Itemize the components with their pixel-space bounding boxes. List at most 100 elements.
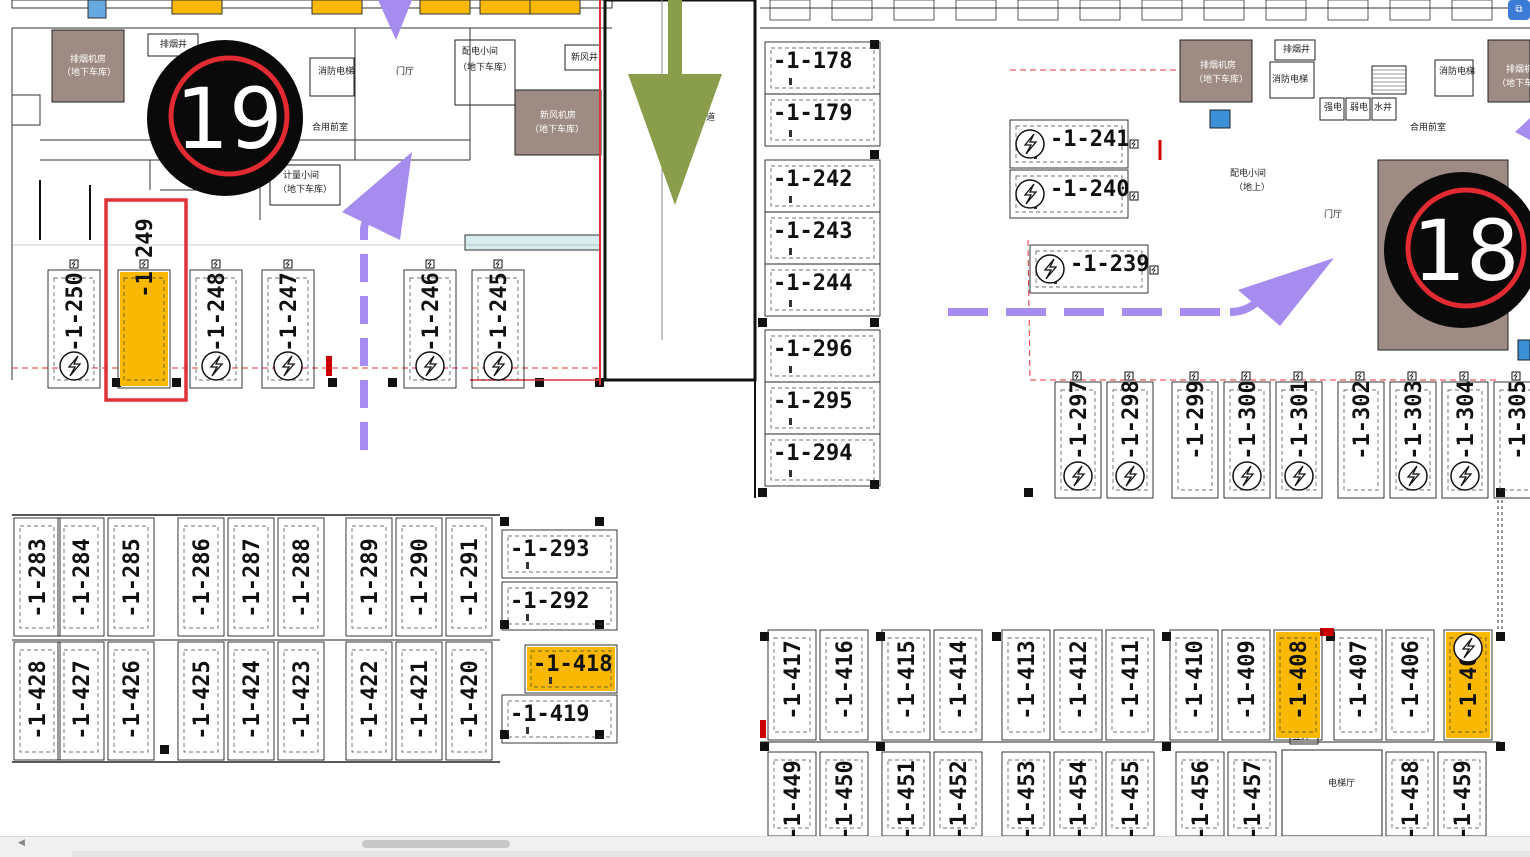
space-marker	[526, 614, 529, 621]
top-right-stall	[955, 0, 997, 21]
pillar	[760, 632, 769, 641]
ev-charger-icon	[1398, 461, 1428, 491]
space-inner-dash	[825, 637, 863, 733]
ev-charger-icon	[201, 351, 231, 381]
pillar	[595, 730, 604, 739]
right-distribution-label: 配电小间	[1230, 167, 1266, 179]
space-outline	[1221, 629, 1271, 741]
space-label: -1-240	[1050, 177, 1129, 202]
space-inner-dash	[113, 649, 149, 753]
space-inner-dash	[887, 759, 925, 829]
parking-space: -1-240	[1009, 169, 1129, 219]
pillar	[758, 488, 767, 497]
scrollbar-thumb[interactable]	[362, 840, 510, 848]
parking-space: -1-407	[1333, 629, 1383, 741]
space-inner-dash	[770, 165, 875, 207]
weak-room	[1319, 97, 1345, 121]
lightning-bolt-icon	[1292, 465, 1307, 487]
space-outline	[933, 629, 983, 741]
space-outline	[881, 751, 931, 836]
ev-charger-icon	[1450, 461, 1480, 491]
mini-bolt	[1074, 372, 1079, 380]
space-inner-dash	[770, 439, 875, 481]
parking-space: -1-292	[501, 581, 618, 631]
parking-space: -1-450	[819, 751, 869, 836]
space-inner-dash	[401, 649, 437, 753]
right-fan-room-sub: （地下车库）	[1194, 73, 1248, 85]
space-inner-dash	[1443, 759, 1481, 829]
lightning-bolt-icon	[67, 355, 82, 377]
space-outline	[1054, 381, 1102, 499]
highlight-fill	[1276, 632, 1320, 738]
space-label: -1-422	[358, 660, 383, 739]
red-marker	[760, 720, 766, 738]
space-outline	[819, 751, 869, 836]
parking-space: -1-294	[764, 433, 881, 487]
pillar	[172, 378, 181, 387]
parking-space: -1-243	[764, 211, 881, 265]
space-inner-dash	[770, 47, 875, 89]
pillar	[1496, 632, 1505, 641]
ev-charger-circle	[1284, 461, 1314, 491]
space-outline	[1105, 751, 1155, 836]
space-outline	[261, 269, 315, 389]
space-outline	[471, 269, 525, 389]
pillar	[876, 742, 885, 751]
space-outline	[767, 751, 817, 836]
space-outline	[47, 269, 101, 389]
right-weak-label: 强电	[1324, 101, 1342, 113]
space-label: -1-299	[1184, 380, 1209, 459]
mini-bolt	[1151, 266, 1156, 274]
space-inner-dash	[1181, 759, 1219, 829]
ev-charger-icon	[1115, 461, 1145, 491]
space-outline	[1171, 381, 1219, 499]
parking-space: -1-244	[764, 263, 881, 317]
pillar	[328, 378, 337, 387]
lightning-bolt-icon	[1023, 183, 1038, 205]
space-label: -1-424	[240, 660, 265, 739]
left-smoke-shaft-label: 排烟井	[160, 38, 187, 50]
parking-space: -1-453	[1001, 751, 1051, 836]
space-label: -1-248	[205, 272, 230, 351]
space-outline	[189, 269, 243, 389]
purple-arrow-head	[1238, 258, 1334, 326]
ev-charger-mini-icon	[1241, 371, 1251, 381]
parking-space: -1-418	[524, 644, 618, 694]
space-outline	[403, 269, 457, 389]
page-tab-strip	[72, 851, 1530, 857]
mini-bolt	[141, 260, 146, 268]
parking-space: -1-298	[1106, 380, 1154, 499]
fresh-air-room	[514, 89, 602, 156]
ev-charger-circle	[1035, 254, 1065, 284]
ev-charger-icon	[1063, 461, 1093, 491]
space-label: -1-292	[510, 589, 589, 614]
space-outline	[1333, 629, 1383, 741]
space-outline	[1001, 629, 1051, 741]
horizontal-scrollbar[interactable]: ◀	[0, 836, 1530, 857]
space-outline	[764, 263, 881, 317]
top-right-stall	[831, 0, 873, 21]
parking-space: -1-296	[764, 329, 881, 383]
app-corner-icon[interactable]: ⧉	[1508, 0, 1530, 20]
space-inner-dash	[773, 759, 811, 829]
space-label: -1-241	[1050, 127, 1129, 152]
space-outline	[13, 641, 61, 761]
right-fan-room2	[1487, 39, 1530, 103]
space-label: -1-421	[408, 660, 433, 739]
parking-space: -1-304	[1441, 380, 1489, 499]
scroll-left-arrow-icon[interactable]: ◀	[18, 838, 25, 848]
turn-arrow-icon	[342, 152, 412, 450]
parking-space: -1-301	[1275, 380, 1323, 499]
right-smoke-shaft	[1274, 39, 1316, 61]
space-outline	[445, 641, 493, 761]
space-outline	[1053, 629, 1103, 741]
pillar	[112, 378, 121, 387]
mini-bolt	[1295, 372, 1300, 380]
top-right-stall	[1451, 0, 1493, 21]
space-outline	[1009, 119, 1129, 169]
space-inner-dash	[770, 269, 875, 311]
ev-charger-mini-icon	[1129, 191, 1139, 201]
parking-space: -1-459	[1437, 751, 1487, 836]
parking-space: -1-427	[57, 641, 105, 761]
space-outline	[1389, 381, 1437, 499]
